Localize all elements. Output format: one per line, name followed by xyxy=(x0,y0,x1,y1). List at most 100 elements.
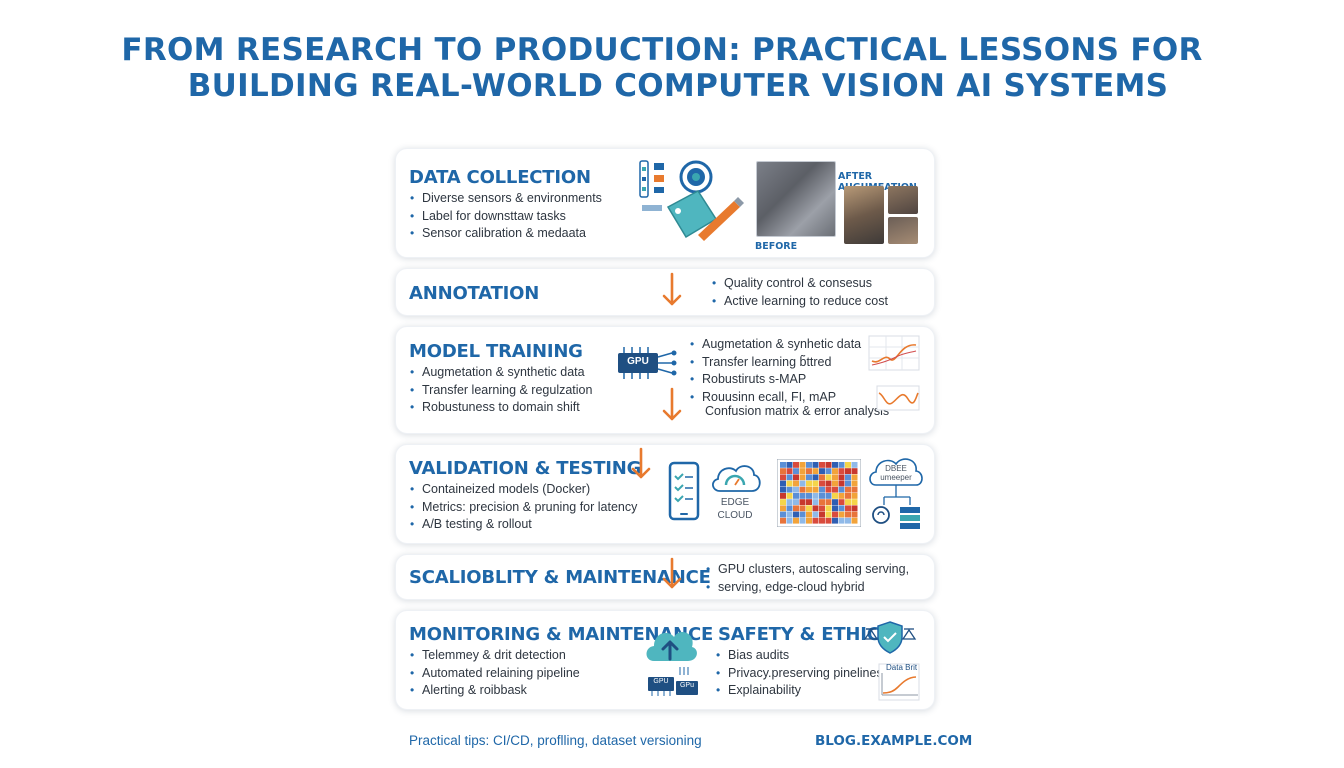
cloud-network-icon xyxy=(869,458,923,529)
heatmap-cell xyxy=(786,511,793,518)
data-collection-heading: DATA COLLECTION xyxy=(409,167,591,188)
arrow-down-icon xyxy=(662,557,682,589)
heatmap-cell xyxy=(838,517,845,524)
data-collection-card: DATA COLLECTION Diverse sensors & enviro… xyxy=(395,148,935,258)
heatmap-cell xyxy=(832,499,838,505)
heatmap-cell xyxy=(845,517,851,524)
heatmap-cell xyxy=(851,480,858,487)
edge-label: EDGE xyxy=(720,497,750,508)
model-training-bullets: Augmetation & synthetic data Transfer le… xyxy=(410,364,592,417)
annotation-heading: ANNOTATION xyxy=(409,283,540,304)
gpu-chip-icon xyxy=(618,347,677,379)
model-training-heading: MODEL TRAINING xyxy=(409,341,583,362)
sensor-camera-tag-icon xyxy=(639,160,744,241)
data-drift-chart-icon xyxy=(878,663,920,701)
heatmap-cell xyxy=(812,499,819,505)
heatmap-cell xyxy=(780,499,786,505)
list-item: Label for downsttaw tasks xyxy=(410,208,602,226)
heatmap-cell xyxy=(780,462,786,468)
heatmap-cell xyxy=(845,468,851,474)
heatmap-cell xyxy=(799,493,806,499)
heatmap-cell xyxy=(825,517,832,524)
heatmap-cell xyxy=(786,468,793,474)
heatmap-cell xyxy=(838,468,845,474)
heatmap-cell xyxy=(832,517,838,524)
heatmap-cell xyxy=(812,505,819,512)
heatmap-cell xyxy=(786,462,793,468)
list-item: Alerting & roibbask xyxy=(410,682,580,700)
list-item: Privacy.preserving pinelines xyxy=(716,665,883,683)
heatmap-cell xyxy=(819,462,825,468)
list-item: Rouusinn ecall, FI, mAP xyxy=(690,389,861,407)
heatmap-cell xyxy=(838,474,845,481)
heatmap-cell xyxy=(825,486,832,493)
gpu-board-label-2: GPu xyxy=(679,682,694,689)
before-label: BEFORE xyxy=(755,241,798,252)
list-item: Metrics: precision & pruning for latency xyxy=(410,499,637,517)
heatmap-cell xyxy=(780,511,786,518)
heatmap-cell xyxy=(819,517,825,524)
list-item: A/B testing & rollout xyxy=(410,516,637,534)
cloud-upload-icon xyxy=(646,632,697,661)
heatmap-cell xyxy=(832,480,838,487)
heatmap-cell xyxy=(825,505,832,512)
heatmap-cell xyxy=(838,505,845,512)
line-chart-icon xyxy=(876,385,920,411)
arrow-down-icon xyxy=(662,272,682,306)
shield-scales-icon xyxy=(863,621,917,654)
heatmap-cell xyxy=(793,505,799,512)
annotation-card: ANNOTATION Quality control & consesus Ac… xyxy=(395,268,935,316)
list-item: Automated relaining pipeline xyxy=(410,665,580,683)
heatmap-cell xyxy=(819,480,825,487)
cloud-network-label-2: umeeper xyxy=(880,473,912,482)
heatmap-cell xyxy=(851,517,858,524)
heatmap-cell xyxy=(845,480,851,487)
annotation-bullets: Quality control & consesus Active learni… xyxy=(712,275,888,310)
heatmap-cell xyxy=(845,486,851,493)
heatmap-cell xyxy=(799,462,806,468)
heatmap-cell xyxy=(786,499,793,505)
scalability-card: SCALIOBLITY & MAINTENANCE GPU clusters, … xyxy=(395,554,935,600)
line-chart-icon xyxy=(868,335,920,371)
heatmap-cell xyxy=(851,499,858,505)
arrow-down-icon xyxy=(662,387,682,421)
heatmap-cell xyxy=(793,480,799,487)
list-item: Explainability xyxy=(716,682,883,700)
heatmap-cell xyxy=(806,474,812,481)
heatmap-cell xyxy=(793,486,799,493)
heatmap-cell xyxy=(786,517,793,524)
heatmap-cell xyxy=(793,468,799,474)
list-item: Active learning to reduce cost xyxy=(712,293,888,311)
heatmap-cell xyxy=(780,474,786,481)
data-drift-label: Data Brit xyxy=(886,663,918,672)
heatmap-cell xyxy=(793,517,799,524)
before-photo xyxy=(756,161,836,237)
list-item: Containeized models (Docker) xyxy=(410,481,637,499)
heatmap-cell xyxy=(851,462,858,468)
heatmap-cell xyxy=(838,511,845,518)
heatmap-cell xyxy=(806,486,812,493)
heatmap-cell xyxy=(819,505,825,512)
list-item: GPU clusters, autoscaling serving, xyxy=(706,561,909,579)
heatmap-cell xyxy=(806,517,812,524)
heatmap-cell xyxy=(780,493,786,499)
heatmap-cell xyxy=(851,505,858,512)
heatmap-cell xyxy=(838,493,845,499)
data-collection-bullets: Diverse sensors & environments Label for… xyxy=(410,190,602,243)
heatmap-cell xyxy=(799,480,806,487)
gpu-board-label-1: GPU xyxy=(653,678,669,685)
heatmap-cell xyxy=(825,499,832,505)
safety-bullets: Bias audits Privacy.preserving pinelines… xyxy=(716,647,883,700)
heatmap-cell xyxy=(806,468,812,474)
heatmap-cell xyxy=(851,486,858,493)
list-item: Diverse sensors & environments xyxy=(410,190,602,208)
heatmap-cell xyxy=(832,505,838,512)
heatmap-cell xyxy=(845,493,851,499)
heatmap-cell xyxy=(819,474,825,481)
heatmap-cell xyxy=(799,499,806,505)
list-item: Augmetation & synthetic data xyxy=(410,364,592,382)
heatmap-cell xyxy=(825,474,832,481)
heatmap-cell xyxy=(786,505,793,512)
model-training-card: MODEL TRAINING Augmetation & synthetic d… xyxy=(395,326,935,434)
heatmap-cell xyxy=(806,499,812,505)
